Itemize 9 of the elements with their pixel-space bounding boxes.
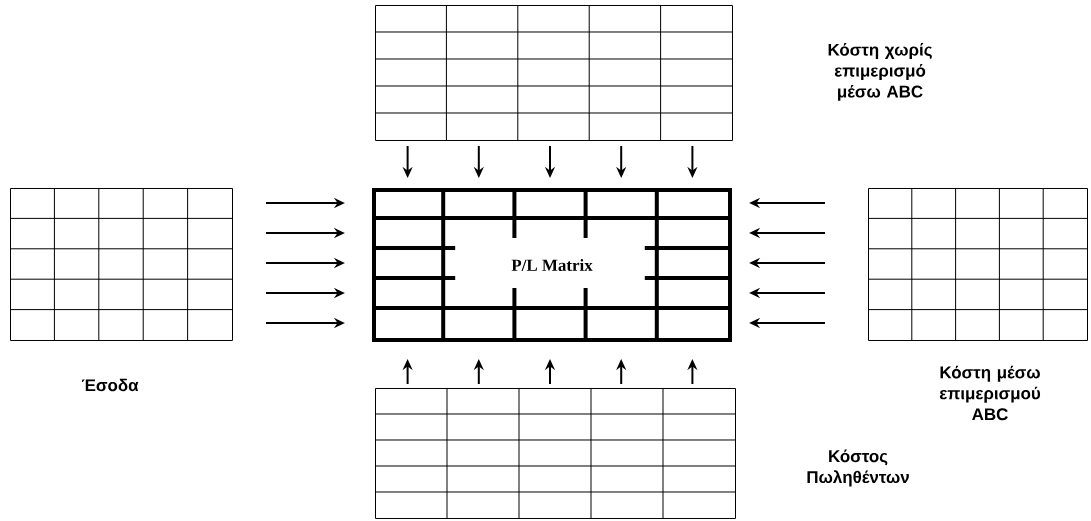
grid-caption: Κόστη μέσω επιμερισμού ABC bbox=[939, 365, 1041, 421]
table-grid bbox=[374, 387, 736, 519]
matrix-table: P/L Matrix bbox=[372, 188, 732, 342]
table-grid bbox=[9, 187, 233, 341]
table-grid bbox=[867, 187, 1088, 341]
grid-caption: Έσοδα bbox=[81, 378, 139, 392]
caption: Κόστος Πωληθέντων bbox=[807, 449, 909, 487]
caption: Κόστη χωρίς επιμερισμό μέσω ABC bbox=[828, 43, 932, 101]
table-grid bbox=[374, 4, 733, 141]
